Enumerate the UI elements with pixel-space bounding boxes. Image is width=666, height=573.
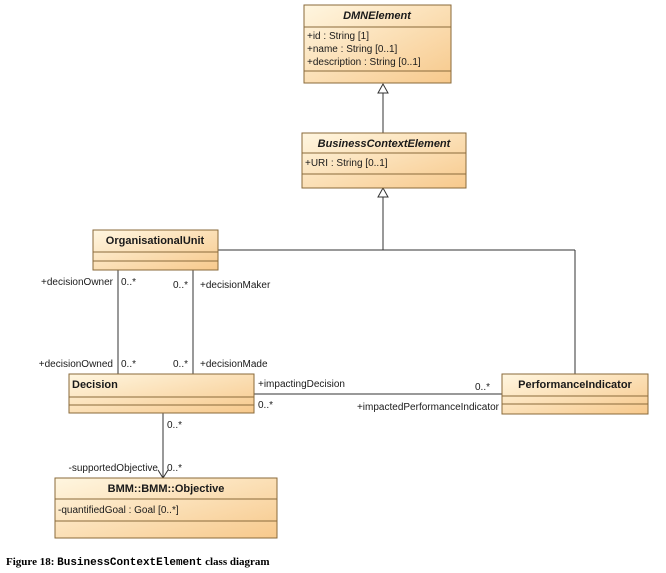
class-decision[interactable]: Decision	[68, 373, 255, 414]
role-decision-maker: +decisionMaker	[200, 280, 271, 291]
attribute: +URI : String [0..1]	[305, 158, 388, 169]
multiplicity: 0..*	[258, 400, 273, 411]
multiplicity: 0..*	[173, 280, 188, 291]
multiplicity: 0..*	[167, 420, 182, 431]
multiplicity: 0..*	[475, 382, 490, 393]
class-organisational-unit[interactable]: OrganisationalUnit	[92, 229, 219, 271]
role-decision-made: +decisionMade	[200, 359, 268, 370]
role-impacting-decision: +impactingDecision	[258, 379, 345, 390]
class-diagram: DMNElement +id : String [1] +name : Stri…	[39, 4, 649, 539]
generalization-arrowhead	[377, 82, 389, 94]
multiplicity: 0..*	[121, 277, 136, 288]
figure-caption: Figure 18: BusinessContextElement class …	[6, 556, 270, 569]
class-name: DMNElement	[343, 10, 412, 22]
role-decision-owner: +decisionOwner	[41, 277, 114, 288]
class-bmm-objective[interactable]: BMM::BMM::Objective -quantifiedGoal : Go…	[54, 477, 278, 539]
attribute: -quantifiedGoal : Goal [0..*]	[58, 505, 179, 516]
class-business-context-element[interactable]: BusinessContextElement +URI : String [0.…	[301, 132, 467, 189]
multiplicity: 0..*	[173, 359, 188, 370]
role-impacted-performance-indicator: +impactedPerformanceIndicator	[357, 402, 500, 413]
multiplicity: 0..*	[167, 463, 182, 474]
role-labels: +decisionOwner 0..* 0..* +decisionMaker …	[39, 277, 500, 474]
class-name: BusinessContextElement	[318, 138, 452, 150]
attribute: +name : String [0..1]	[307, 44, 398, 55]
caption-class-name: BusinessContextElement	[57, 557, 203, 569]
class-name: PerformanceIndicator	[518, 379, 632, 391]
role-decision-owned: +decisionOwned	[39, 359, 113, 370]
caption-suffix: class diagram	[205, 556, 270, 568]
class-name: OrganisationalUnit	[106, 235, 205, 247]
generalization-arrowhead	[377, 186, 389, 198]
attribute: +description : String [0..1]	[307, 57, 421, 68]
caption-prefix: Figure 18:	[6, 556, 55, 568]
multiplicity: 0..*	[121, 359, 136, 370]
role-supported-objective: -supportedObjective	[69, 463, 159, 474]
attribute: +id : String [1]	[307, 31, 369, 42]
class-performance-indicator[interactable]: PerformanceIndicator	[501, 373, 649, 415]
class-name: BMM::BMM::Objective	[108, 483, 225, 495]
class-name: Decision	[72, 379, 118, 391]
class-dmn-element[interactable]: DMNElement +id : String [1] +name : Stri…	[303, 4, 452, 84]
